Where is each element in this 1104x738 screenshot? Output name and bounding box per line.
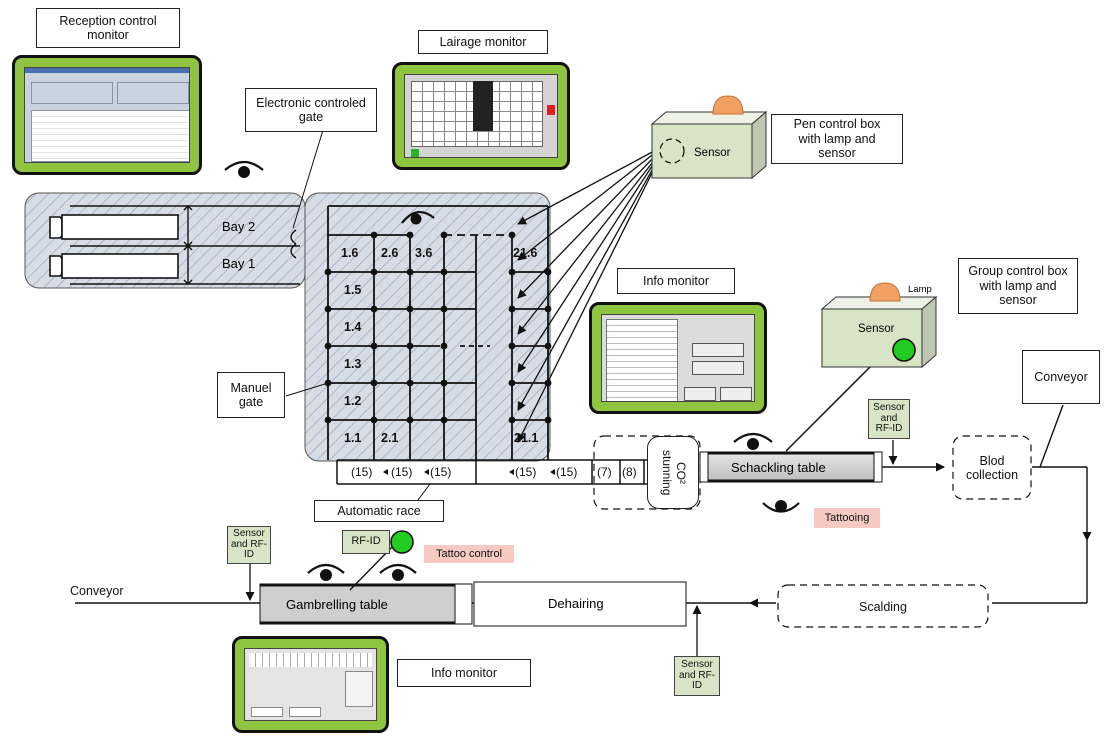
race-cell-label: (15) — [351, 465, 372, 479]
electronic-gate-label: Electronic controled gate — [245, 88, 377, 132]
tattoo-control-label: Tattoo control — [424, 545, 514, 563]
stunning-zone — [593, 435, 701, 510]
lamp-label: Lamp — [908, 284, 932, 295]
grid-nodes — [324, 231, 552, 424]
pen-label-top: 2.6 — [381, 246, 398, 260]
conveyor-line — [75, 404, 1092, 608]
race-cell-label: (15) — [430, 465, 451, 479]
gambrelling-table — [259, 583, 473, 625]
blod-collection-label: Blod collection — [965, 453, 1019, 482]
co2-stunning-label: CO² stunning — [647, 436, 699, 509]
group-control-box-label: Group control box with lamp and sensor — [958, 258, 1078, 314]
sensor-rfid-box: Sensor and RF-ID — [227, 526, 271, 564]
race-cell-label: (15) — [391, 465, 412, 479]
pen-label-top: 3.6 — [415, 246, 432, 260]
scalding-label: Scalding — [859, 599, 907, 614]
pen-sensor-arrows — [517, 149, 657, 443]
reception-control-monitor — [12, 55, 202, 175]
pen-label-bottom: 2.1 — [381, 431, 398, 445]
manuel-gate-label: Manuel gate — [217, 372, 285, 418]
lamp-icon — [869, 282, 901, 302]
schackling-table — [699, 451, 883, 483]
rfid-box: RF-ID — [342, 530, 390, 554]
eye-icon — [224, 160, 264, 178]
pen-label-col: 1.3 — [344, 357, 361, 371]
dehairing-box — [473, 581, 687, 627]
eye-icon — [733, 432, 773, 450]
group-box-sensor-label: Sensor — [858, 323, 895, 335]
pen-label-top: 1.6 — [341, 246, 358, 260]
lamp-icon — [712, 95, 744, 115]
pen-label-col: 1.2 — [344, 394, 361, 408]
race-cell-label: (7) — [597, 465, 612, 479]
info-monitor-top-label: Info monitor — [617, 268, 735, 294]
automatic-race-label: Automatic race — [314, 500, 444, 522]
lairage-monitor — [392, 62, 570, 170]
scalding-box — [777, 584, 989, 628]
green-light-icon — [892, 338, 916, 362]
sensor-rfid-box: Sensor and RF-ID — [674, 656, 720, 696]
bay-1-label: Bay 1 — [222, 256, 255, 271]
gambrelling-table-label: Gambrelling table — [286, 597, 388, 612]
lairage-monitor-label: Lairage monitor — [418, 30, 548, 54]
blod-collection-box — [952, 435, 1032, 500]
truck-icon — [49, 214, 179, 240]
conveyor-right-label: Conveyor — [1022, 350, 1100, 404]
eye-icon — [379, 563, 417, 581]
lairage-pen-area — [304, 192, 551, 462]
race-cell-label: (15) — [515, 465, 536, 479]
pen-label-col: 1.4 — [344, 320, 361, 334]
conveyor-left-label: Conveyor — [70, 583, 124, 598]
race-cell-label: (15) — [556, 465, 577, 479]
tattooing-label: Tattooing — [814, 508, 880, 528]
pen-label-bottom: 1.1 — [344, 431, 361, 445]
eye-icon — [762, 500, 800, 513]
eye-icon — [401, 211, 435, 225]
eye-icon — [307, 563, 345, 581]
info-monitor-bottom — [232, 636, 389, 733]
info-monitor-top — [589, 302, 767, 414]
sensor-rfid-box: Sensor and RF-ID — [868, 399, 910, 439]
reception-monitor-label: Reception control monitor — [36, 8, 180, 48]
info-monitor-bottom-label: Info monitor — [397, 659, 531, 687]
pen-label-bottom: 21.1 — [514, 431, 538, 445]
pen-box-sensor-label: Sensor — [694, 147, 731, 159]
schackling-table-label: Schackling table — [731, 460, 826, 475]
bay-2-label: Bay 2 — [222, 219, 255, 234]
dehairing-label: Dehairing — [548, 596, 604, 611]
race-cell-label: (8) — [622, 465, 637, 479]
automatic-race — [336, 459, 698, 485]
pen-label-col: 1.5 — [344, 283, 361, 297]
pen-control-box-label: Pen control box with lamp and sensor — [771, 114, 903, 164]
truck-icon — [49, 253, 179, 279]
pen-control-box — [650, 110, 768, 180]
green-light-icon — [390, 530, 414, 554]
